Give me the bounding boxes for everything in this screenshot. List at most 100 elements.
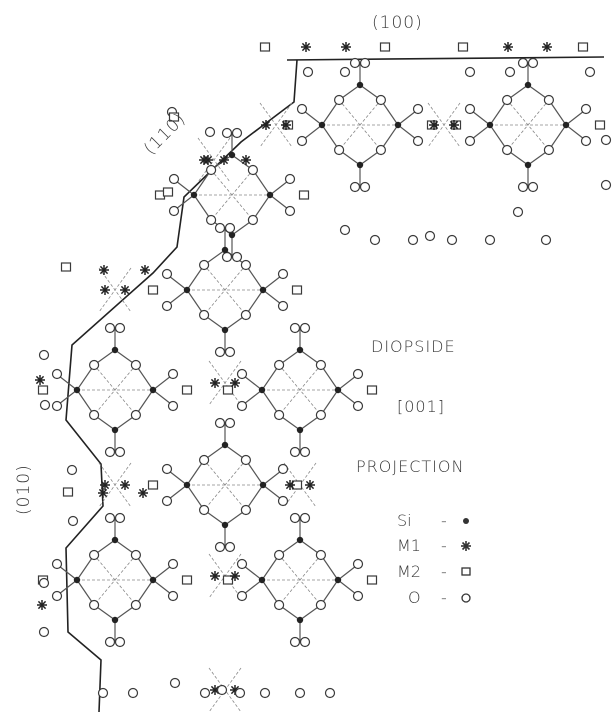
bond-line xyxy=(337,389,357,405)
oxygen-atom xyxy=(517,57,529,69)
bond-line xyxy=(337,579,357,595)
bond-line xyxy=(262,484,282,500)
oxygen-atom xyxy=(199,259,210,271)
oxygen-atom xyxy=(375,144,386,156)
bond-line xyxy=(471,124,491,140)
m2-site xyxy=(181,575,193,585)
legend-element-label: M2 xyxy=(397,562,421,581)
oxygen-atom xyxy=(39,399,51,411)
oxygen-atom xyxy=(104,446,116,458)
oxygen-atom xyxy=(259,687,271,699)
oxygen-atom xyxy=(315,599,326,611)
oxygen-atom xyxy=(240,454,251,466)
m1-site xyxy=(210,378,220,388)
oxygen-atom xyxy=(247,164,258,176)
oxygen-atom xyxy=(352,558,364,570)
bond-line xyxy=(152,389,172,405)
oxygen-atom xyxy=(464,103,476,115)
m2-site xyxy=(222,575,234,585)
legend-item-m1: M1 - xyxy=(397,536,471,555)
oxygen-atom xyxy=(224,417,236,429)
oxygen-atom xyxy=(224,346,236,358)
oxygen-atom xyxy=(240,504,251,516)
oxygen-atom xyxy=(127,687,139,699)
plane-label-100: (100) xyxy=(372,13,423,33)
m1-site xyxy=(241,155,251,165)
coordination-line xyxy=(278,554,322,606)
oxygen-atom xyxy=(88,409,100,421)
bond-line xyxy=(471,110,491,126)
oxygen-atom xyxy=(240,259,251,271)
oxygen-atom xyxy=(464,135,476,147)
oxygen-atom xyxy=(67,515,79,527)
bond-line xyxy=(269,194,289,210)
silicon-atom xyxy=(524,81,532,89)
m1-site xyxy=(230,378,240,388)
bond-line xyxy=(58,565,78,581)
m2-site xyxy=(37,385,49,395)
coordination-line xyxy=(93,554,137,606)
oxygen-atom xyxy=(51,368,63,380)
oxygen-atom xyxy=(97,687,109,699)
oxygen-atom xyxy=(214,417,226,429)
m1-site xyxy=(429,120,439,130)
m2-site xyxy=(147,285,159,295)
oxygen-atom xyxy=(88,359,100,371)
oxygen-atom xyxy=(236,558,248,570)
bond-line xyxy=(243,565,263,581)
oxygen-atom xyxy=(324,687,336,699)
bond-line xyxy=(303,124,323,140)
bond-line xyxy=(168,484,188,500)
silicon-atom xyxy=(111,616,119,624)
oxygen-atom xyxy=(543,94,555,106)
oxygen-atom xyxy=(334,94,345,106)
bond-line xyxy=(262,470,282,486)
legend-separator: - xyxy=(441,588,447,607)
oxygen-atom xyxy=(240,309,251,321)
bond-line xyxy=(269,180,289,196)
silicon-atom xyxy=(394,121,402,129)
bond-line xyxy=(168,289,188,305)
coordination-line xyxy=(197,137,231,183)
silicon-atom xyxy=(221,246,229,254)
silicon-atom xyxy=(183,286,191,294)
face-100-edge xyxy=(286,56,605,61)
coordination-layer xyxy=(77,99,566,713)
oxygen-atom xyxy=(114,322,126,334)
oxygen-atom xyxy=(167,368,179,380)
oxygen-atom xyxy=(161,268,173,280)
m2-site xyxy=(259,42,271,52)
oxygen-atom xyxy=(289,322,301,334)
oxygen-atom xyxy=(274,599,285,611)
projection-label: PROJECTION xyxy=(356,457,464,476)
oxygen-atom xyxy=(114,512,126,524)
oxygen-atom xyxy=(289,512,301,524)
oxygen-atom xyxy=(484,234,496,246)
bond-line xyxy=(58,389,78,405)
m1-site xyxy=(449,120,459,130)
oxygen-atom xyxy=(199,504,210,516)
oxygen-atom xyxy=(168,173,180,185)
silicon-atom xyxy=(258,386,266,394)
bond-line xyxy=(337,375,357,391)
silicon-atom xyxy=(221,521,229,529)
oxygen-atom xyxy=(199,687,211,699)
m1-site xyxy=(219,155,229,165)
silicon-atom xyxy=(228,151,236,159)
oxygen-atom xyxy=(161,463,173,475)
m1-site xyxy=(35,375,45,385)
oxygen-atom xyxy=(114,636,126,648)
oxygen-atom xyxy=(214,541,226,553)
oxygen-atom xyxy=(231,251,243,263)
oxygen-atom xyxy=(114,446,126,458)
filled-dot-icon xyxy=(463,518,469,524)
legend: Si - M1 - M2 - O - xyxy=(397,511,471,607)
m1-site xyxy=(542,42,552,52)
oxygen-atom xyxy=(339,66,351,78)
silicon-atom xyxy=(149,576,157,584)
oxygen-atom xyxy=(104,636,116,648)
oxygen-atom xyxy=(277,463,289,475)
m2-site xyxy=(181,385,193,395)
oxygen-atom xyxy=(580,103,592,115)
m1-site xyxy=(100,285,110,295)
